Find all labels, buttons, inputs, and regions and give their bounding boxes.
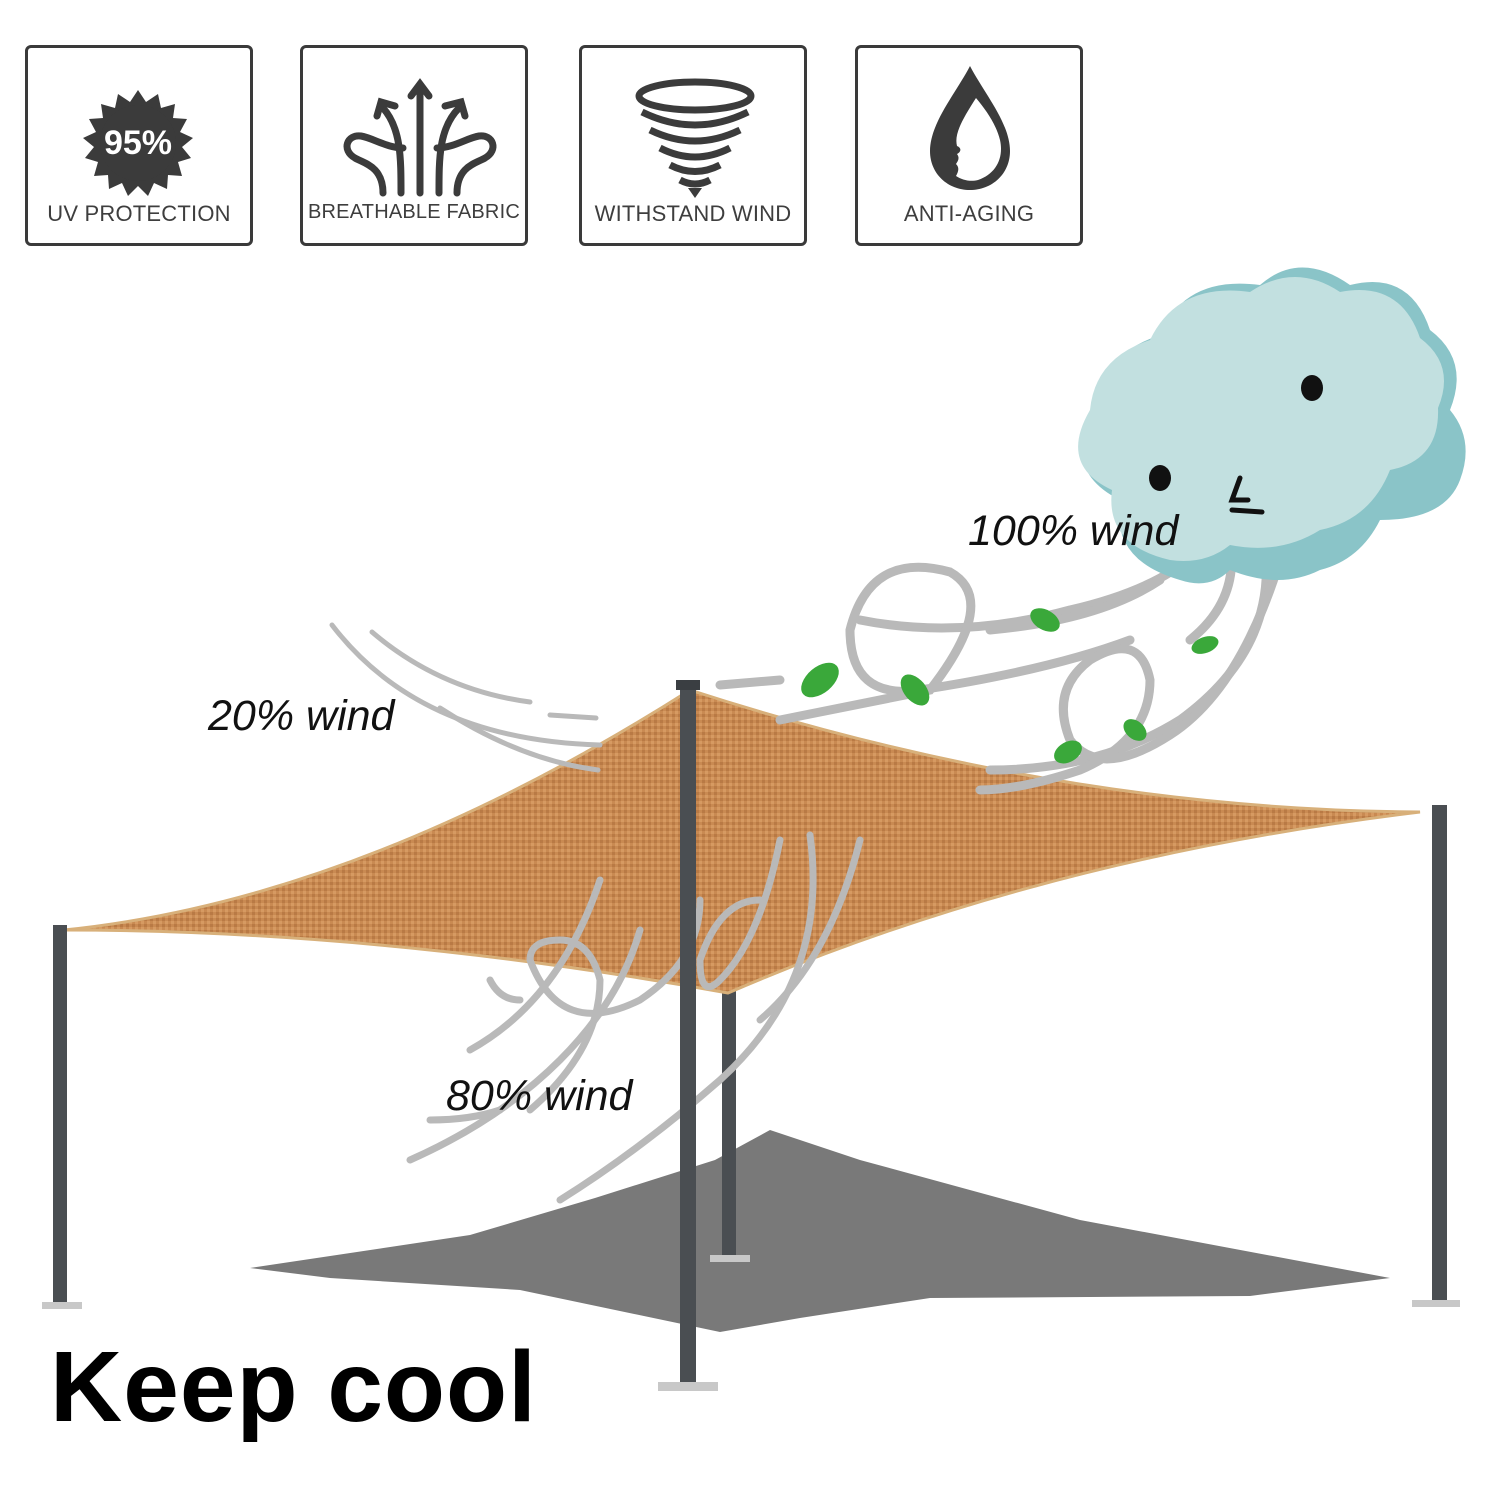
cloud-character bbox=[1078, 267, 1466, 584]
wind-strokes-lower bbox=[406, 831, 864, 1204]
badge-withstand-wind: WITHSTAND WIND bbox=[579, 45, 807, 246]
wind-label-100: 100% wind bbox=[968, 507, 1179, 555]
pole-left bbox=[53, 925, 67, 1307]
badge-label-uv: UV PROTECTION bbox=[47, 201, 231, 226]
wind-label-20: 20% wind bbox=[208, 692, 395, 740]
wind-strokes-left bbox=[329, 622, 603, 773]
headline: Keep cool bbox=[50, 1331, 537, 1443]
badge-label-wind: WITHSTAND WIND bbox=[594, 201, 792, 226]
pole-right bbox=[1432, 805, 1447, 1305]
badge-label-breathable: BREATHABLE FABRIC bbox=[308, 201, 520, 223]
water-drop-face-icon bbox=[930, 66, 1010, 190]
wind-label-80: 80% wind bbox=[446, 1072, 633, 1120]
pole-back bbox=[722, 980, 736, 1260]
badge-anti-aging: ANTI-AGING bbox=[855, 45, 1083, 246]
ground-shadow bbox=[250, 1130, 1390, 1332]
badge-uv-protection: 95% UV PROTECTION bbox=[25, 45, 253, 246]
badge-label-anti-aging: ANTI-AGING bbox=[903, 201, 1035, 226]
shade-sail bbox=[63, 688, 1421, 995]
pole-front bbox=[680, 684, 696, 1389]
airflow-arrows-icon bbox=[343, 78, 497, 197]
tornado-icon bbox=[635, 78, 755, 198]
uv-percent: 95% bbox=[104, 124, 172, 162]
sun-burst-icon: 95% bbox=[83, 90, 193, 196]
leaves bbox=[801, 608, 1219, 764]
badge-breathable-fabric: BREATHABLE FABRIC bbox=[300, 45, 528, 246]
